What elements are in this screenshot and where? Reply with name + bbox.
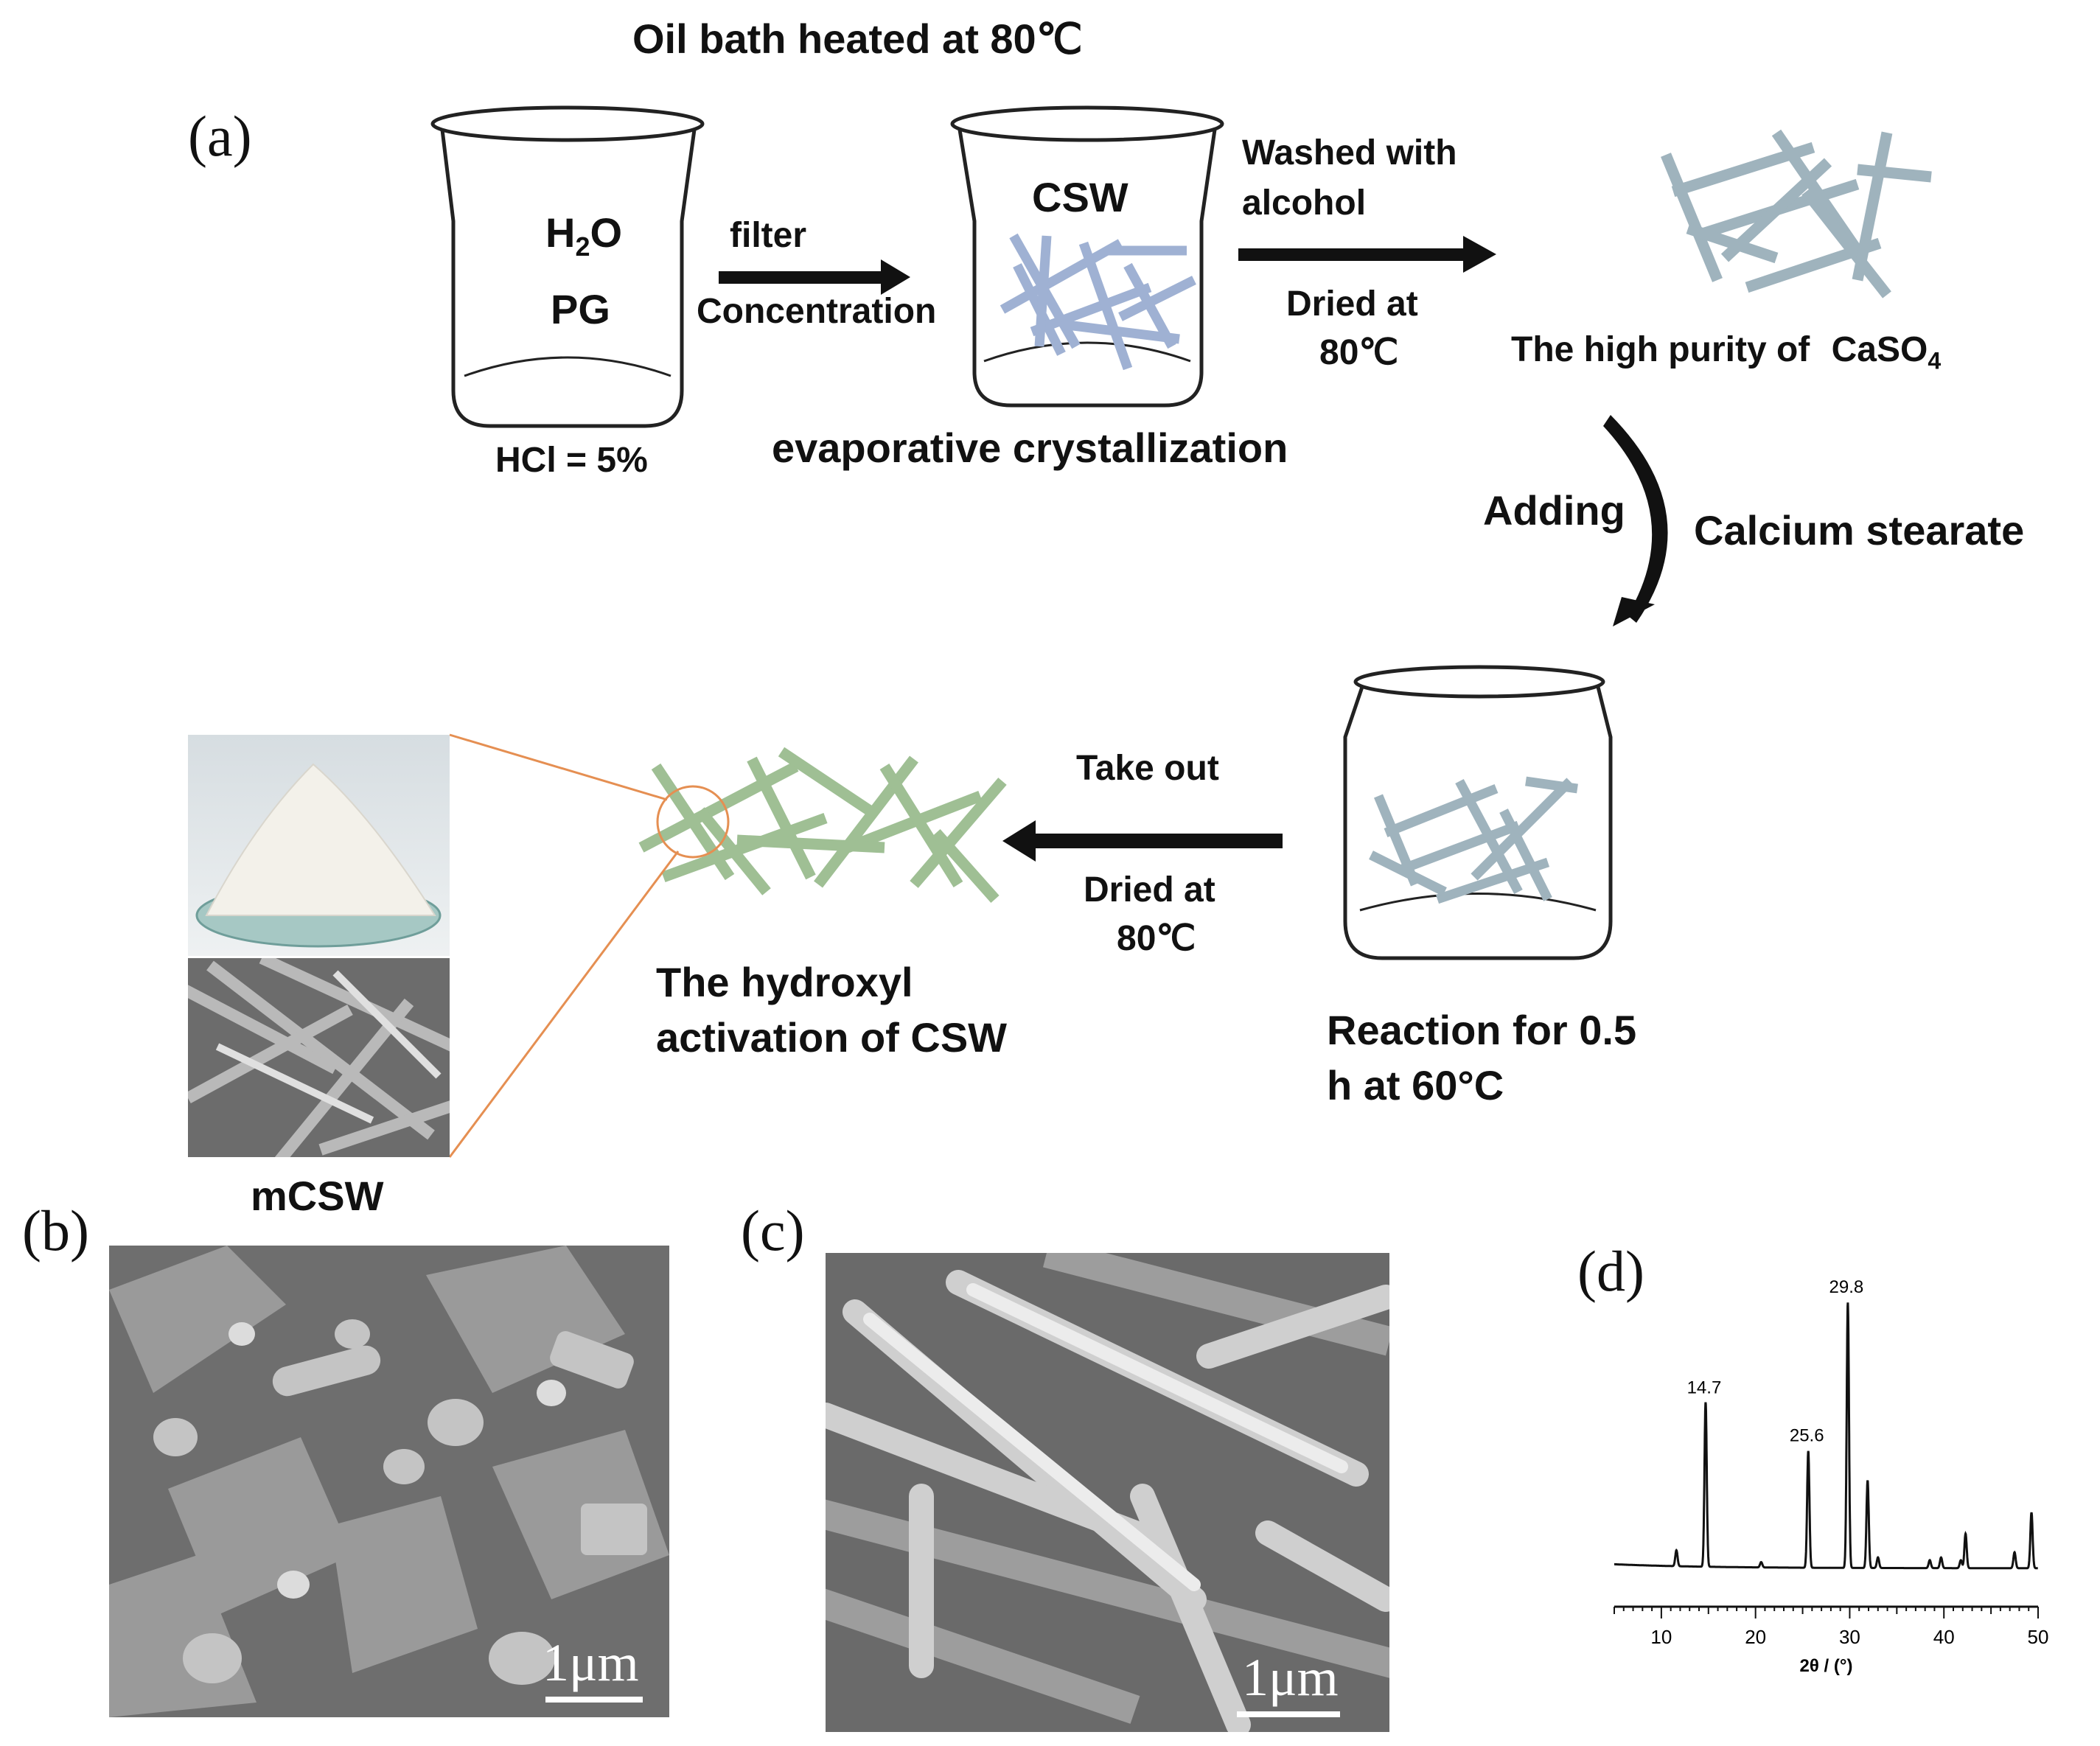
whiskers-beaker-3 xyxy=(1369,776,1578,904)
arrow-3-top-label: Take out xyxy=(1076,749,1219,788)
panel-label-c: (c) xyxy=(741,1198,805,1263)
oil-bath-title: Oil bath heated at 80℃ xyxy=(632,15,1083,62)
x-tick-label: 10 xyxy=(1650,1626,1672,1648)
beaker-1-caption: HCl = 5% xyxy=(495,441,648,480)
panel-label-a: (a) xyxy=(188,104,252,168)
peak-label: 14.7 xyxy=(1687,1378,1722,1398)
panel-label-b: (b) xyxy=(22,1198,89,1263)
arrow-2 xyxy=(1238,236,1496,273)
arrow-1-top-label: filter xyxy=(730,216,807,255)
panel-label-d: (d) xyxy=(1577,1239,1644,1303)
x-tick-label: 30 xyxy=(1839,1626,1860,1648)
arrow-3-bottom-line1: Dried at xyxy=(1084,870,1215,909)
beaker-2 xyxy=(950,105,1224,408)
scale-bar-b xyxy=(545,1697,643,1703)
beaker-2-label: CSW xyxy=(1032,174,1129,220)
xrd-series-line xyxy=(1614,1302,2038,1570)
x-axis-label: 2θ / (°) xyxy=(1800,1656,1853,1676)
scale-label-c: 1μm xyxy=(1242,1648,1339,1707)
beaker-3 xyxy=(1343,665,1613,960)
inset-caption: mCSW xyxy=(251,1173,384,1219)
peak-label: 25.6 xyxy=(1790,1425,1824,1445)
peak-label: 29.8 xyxy=(1829,1277,1864,1297)
product-2-caption-line2: activation of CSW xyxy=(656,1014,1008,1061)
arrow-2-bottom-line2: 80℃ xyxy=(1319,333,1399,372)
curved-arrow-right-label: Calcium stearate xyxy=(1694,507,2025,554)
arrow-2-bottom-line1: Dried at xyxy=(1286,284,1418,324)
arrow-3-bottom-line2: 80℃ xyxy=(1117,919,1196,958)
arrow-2-top-line1: Washed with xyxy=(1242,133,1457,172)
beaker-1-formula: H2O xyxy=(545,209,623,262)
beaker-3-caption-line1: Reaction for 0.5 xyxy=(1327,1007,1637,1053)
mcsw-sem-image xyxy=(188,958,450,1157)
whiskers-product-2 xyxy=(638,747,1007,903)
x-tick-label: 20 xyxy=(1745,1626,1766,1648)
arrow-2-top-line2: alcohol xyxy=(1242,184,1367,223)
arrow-1-bottom-label: Concentration xyxy=(697,292,937,331)
x-tick-label: 50 xyxy=(2028,1626,2049,1648)
arrow-1 xyxy=(719,259,910,295)
beaker-2-caption: evaporative crystallization xyxy=(772,425,1288,471)
sem-image-c: 1μm xyxy=(826,1253,1389,1732)
beaker-1 xyxy=(430,105,705,428)
scale-label-b: 1μm xyxy=(543,1633,639,1692)
curved-arrow-left-label: Adding xyxy=(1483,487,1625,534)
sem-image-b: 1μm xyxy=(109,1246,669,1717)
scale-bar-c xyxy=(1237,1711,1340,1717)
beaker-3-caption-line2: h at 60°C xyxy=(1327,1062,1504,1108)
powder-photo xyxy=(188,735,450,956)
x-tick-label: 40 xyxy=(1933,1626,1955,1648)
curved-arrow xyxy=(1603,415,1668,626)
inset-connector xyxy=(448,733,730,1158)
whiskers-product-1 xyxy=(1661,129,1932,298)
product-2-caption-line1: The hydroxyl xyxy=(656,959,913,1005)
product-1-caption: The high purity of CaSO4 xyxy=(1511,330,1942,374)
beaker-1-pg: PG xyxy=(551,286,610,332)
whiskers-beaker-2 xyxy=(1000,233,1196,371)
arrow-3 xyxy=(1002,820,1283,862)
